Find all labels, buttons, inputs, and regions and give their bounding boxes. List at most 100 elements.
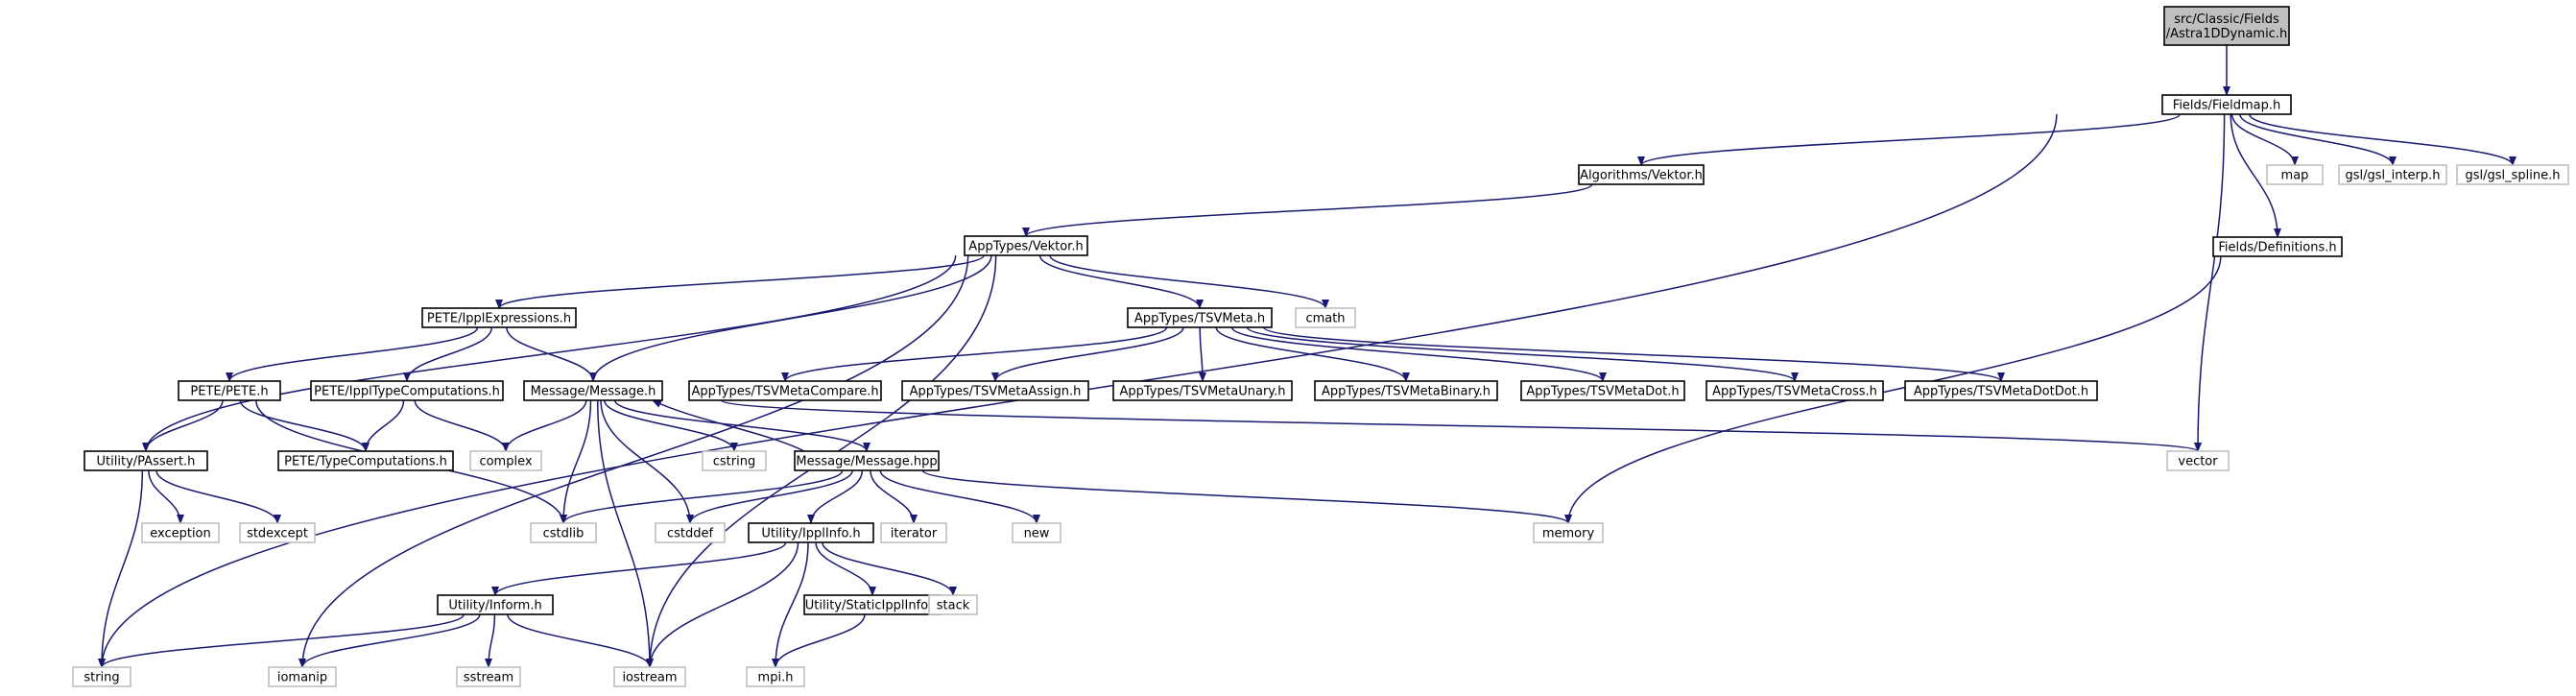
node-message_hpp[interactable]: Message/Message.hpp [794,450,940,471]
node-label: Utility/Inform.h [448,599,541,613]
node-gsl_interp[interactable]: gsl/gsl_interp.h [2338,164,2447,185]
edge-fieldmap-to-gsl_interp [2239,113,2397,166]
node-root[interactable]: src/Classic/Fields/Astra1DDynamic.h [2163,6,2290,46]
node-cmath[interactable]: cmath [1295,307,1356,328]
node-pete[interactable]: PETE/PETE.h [178,380,281,401]
node-label: cstddef [667,527,714,541]
node-label: cstdlib [543,527,584,541]
node-vektor_app[interactable]: AppTypes/Vektor.h [964,235,1088,256]
node-box [421,307,577,328]
node-exception[interactable]: exception [141,522,220,543]
node-definitions[interactable]: Fields/Definitions.h [2212,236,2343,257]
edge-fieldmap-to-map [2230,113,2299,166]
node-iomanip[interactable]: iomanip [268,666,337,687]
edge-fieldmap-to-vector [2194,113,2226,452]
node-label: Utility/IpplInfo.h [761,527,860,541]
node-vector[interactable]: vector [2166,450,2230,471]
node-stack[interactable]: stack [928,594,978,615]
node-label: gsl/gsl_interp.h [2345,169,2440,183]
node-label: Fields/Fieldmap.h [2173,99,2280,113]
node-tsv_binary[interactable]: AppTypes/TSVMetaBinary.h [1314,380,1498,401]
node-utility_passert[interactable]: Utility/PAssert.h [83,450,208,471]
node-tsvmeta[interactable]: AppTypes/TSVMeta.h [1127,307,1273,328]
edge-ipplinfo-to-staticippl [815,541,876,596]
node-label: iterator [891,527,938,541]
edge-vektor_app-to-tsvmeta [1038,254,1204,309]
node-map[interactable]: map [2266,164,2324,185]
edge-definitions-to-memory [1564,255,2222,524]
node-label: Utility/PAssert.h [97,455,196,469]
node-tsv_unary[interactable]: AppTypes/TSVMetaUnary.h [1112,380,1293,401]
node-box [2212,236,2343,257]
edge-message_h-to-cstddef [600,399,694,524]
node-new[interactable]: new [1012,522,1061,543]
node-staticippl[interactable]: Utility/StaticIpplInfo.h [803,594,942,615]
node-ippl_expr[interactable]: PETE/IpplExpressions.h [421,307,577,328]
node-tsv_dotdot[interactable]: AppTypes/TSVMetaDotDot.h [1904,380,2098,401]
node-label: memory [1542,527,1595,541]
node-label: stdexcept [247,527,308,541]
edge-vektor_app-to-cmath [1049,254,1329,309]
node-label: stack [937,599,970,613]
edge-staticippl-to-mpi [772,613,866,668]
node-memory[interactable]: memory [1533,522,1604,543]
node-message_h[interactable]: Message/Message.h [523,380,663,401]
node-label: PETE/IpplTypeComputations.h [314,385,500,399]
node-box [1520,380,1685,401]
node-sstream[interactable]: sstream [456,666,521,687]
node-pete_typecomp[interactable]: PETE/TypeComputations.h [277,450,454,471]
node-tsv_assign[interactable]: AppTypes/TSVMetaAssign.h [901,380,1089,401]
node-iterator[interactable]: iterator [880,522,947,543]
node-box [613,666,686,687]
edge-tsvmeta-to-tsv_dot [1230,326,1607,382]
node-tsv_dot[interactable]: AppTypes/TSVMetaDot.h [1520,380,1685,401]
edge-message_h-to-cstdlib [560,399,592,524]
node-cstddef[interactable]: cstddef [655,522,726,543]
node-ipplinfo[interactable]: Utility/IpplInfo.h [748,522,874,543]
edge-inform-to-iostream [507,613,654,668]
edge-message_hpp-to-message_h [652,399,805,452]
node-mpi[interactable]: mpi.h [746,666,805,687]
node-complex[interactable]: complex [469,450,542,471]
edge-inform-to-sstream [485,613,496,668]
node-box [277,450,454,471]
node-box [437,594,554,615]
node-box [2456,164,2569,185]
edge-pete-to-utility_passert [142,399,224,452]
node-box [239,522,316,543]
node-label: new [1024,527,1050,541]
edge-tsvmeta-to-tsv_cross [1246,326,1799,382]
node-ippl_typecomp[interactable]: PETE/IpplTypeComputations.h [310,380,504,401]
node-fieldmap[interactable]: Fields/Fieldmap.h [2161,94,2292,115]
edge-message_h-to-iostream [596,399,654,668]
node-stdexcept[interactable]: stdexcept [239,522,316,543]
node-label: Message/Message.hpp [796,455,937,469]
node-box [178,380,281,401]
node-cstring[interactable]: cstring [702,450,767,471]
node-box [2266,164,2324,185]
node-tsv_compare[interactable]: AppTypes/TSVMetaCompare.h [688,380,882,401]
node-box [2338,164,2447,185]
node-box [1705,380,1884,401]
node-tsv_cross[interactable]: AppTypes/TSVMetaCross.h [1705,380,1884,401]
node-label: src/Classic/Fields [2174,12,2279,27]
node-label: AppTypes/TSVMetaDotDot.h [1914,385,2088,399]
node-cstdlib[interactable]: cstdlib [530,522,597,543]
edge-utility_passert-to-stdexcept [155,469,281,524]
node-box [901,380,1089,401]
edge-ippl_typecomp-to-complex [414,399,510,452]
node-string[interactable]: string [72,666,131,687]
node-iostream[interactable]: iostream [613,666,686,687]
edge-message_hpp-to-new [879,469,1040,524]
edge-utility_passert-to-string [98,469,144,668]
node-box [1127,307,1273,328]
node-label: exception [150,527,211,541]
node-box [141,522,220,543]
edge-message_h-to-complex [502,399,587,452]
node-vektor_alg[interactable]: Algorithms/Vektor.h [1578,164,1705,185]
node-inform[interactable]: Utility/Inform.h [437,594,554,615]
edge-ipplinfo-to-iostream [646,541,799,668]
edge-tsvmeta-to-tsv_binary [1215,326,1410,382]
node-gsl_spline[interactable]: gsl/gsl_spline.h [2456,164,2569,185]
node-label: AppTypes/TSVMetaCompare.h [691,385,878,399]
